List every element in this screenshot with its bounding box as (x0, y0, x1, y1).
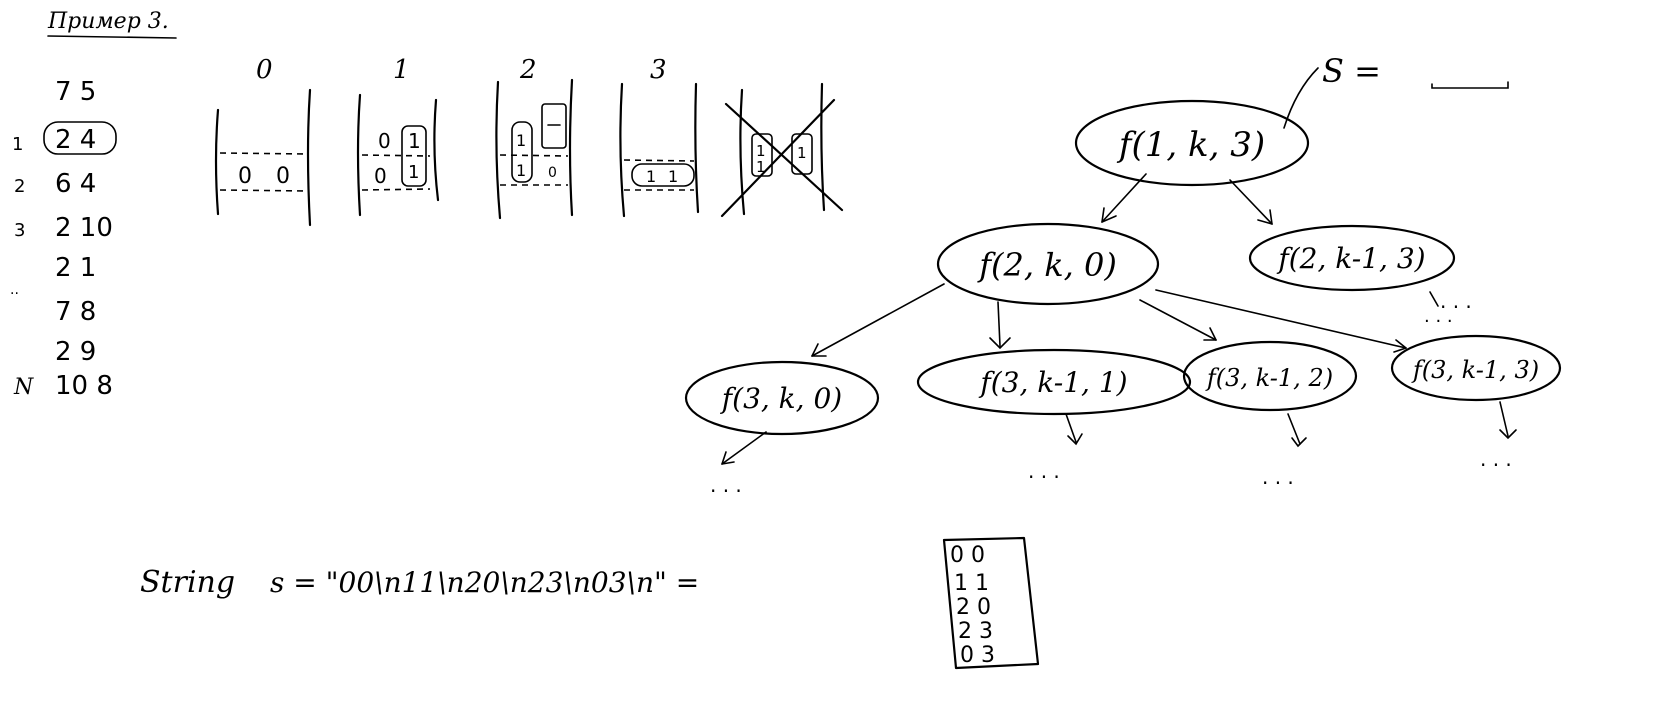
ellipsis: . . . (1480, 447, 1512, 471)
matrix-row: 1 1 (954, 571, 989, 596)
cross-out-line (724, 102, 844, 212)
cross-out-line (720, 98, 836, 218)
cell-value: 1 (516, 131, 526, 150)
node-l2-c (1182, 340, 1358, 412)
state-diagram-crossed: 1 1 1 (720, 82, 844, 218)
cell-value: 0 (276, 164, 290, 189)
state-label: 1 (393, 55, 410, 85)
row-value: 2 10 (55, 213, 113, 243)
node-label: f(3, k-1, 2) (1205, 364, 1333, 392)
ellipsis: . . . (1262, 465, 1294, 489)
node-l1-right (1248, 224, 1456, 292)
domino-placed (541, 103, 567, 149)
state-label: 2 (519, 55, 537, 85)
cell-value: 0 (238, 164, 252, 189)
matrix-row: 0 3 (960, 643, 995, 668)
tree-edges (721, 173, 1517, 465)
row-dots: ·· (10, 286, 19, 302)
row-index: N (13, 375, 34, 400)
s-label: S = (1322, 52, 1381, 90)
cell-value: 1 (516, 161, 526, 180)
row-value: 6 4 (55, 169, 96, 199)
state-diagram-0: 0 0 (214, 88, 312, 227)
cell-value: 1 (668, 167, 678, 186)
cell-value: 1 (797, 144, 807, 162)
state-diagram-2: 1 1 0 (495, 78, 574, 220)
node-root (1074, 99, 1310, 187)
cell-value: 1 (756, 142, 766, 160)
matrix-row: 0 0 (950, 543, 985, 568)
node-label: f(3, k-1, 1) (978, 366, 1127, 399)
row-value: 2 4 (55, 125, 96, 155)
node-l2-a (684, 360, 880, 436)
highlight-oval (43, 121, 117, 155)
node-l1-left (936, 222, 1160, 306)
row-index: 2 (14, 176, 25, 197)
ellipsis: . . . (1440, 289, 1472, 313)
row-value: 2 1 (55, 253, 96, 283)
input-list: 7 5 1 2 4 2 6 4 3 2 10 2 1 ·· 7 8 2 9 N … (10, 77, 117, 401)
result-matrix: 0 0 1 1 2 0 2 3 0 3 (942, 536, 1040, 670)
row-index: 1 (12, 134, 23, 155)
ellipsis: . . . (710, 473, 742, 497)
matrix-border (942, 536, 1040, 670)
cell-value: 0 (548, 165, 557, 181)
matrix-row: 2 0 (956, 595, 991, 620)
row-value: 10 8 (55, 371, 113, 401)
state-diagram-3: 1 1 (619, 82, 700, 218)
cell-value: 0 (378, 129, 391, 153)
ellipsis: . . . (1028, 459, 1060, 483)
state-labels: 0 1 2 3 (256, 55, 667, 85)
domino-vertical (511, 121, 533, 183)
row-index: 3 (14, 220, 25, 241)
cell-value: 1 (408, 162, 419, 183)
s-blank (1431, 81, 1509, 89)
matrix-row: 2 3 (958, 619, 993, 644)
cell-value: 1 (756, 158, 766, 176)
state-label: 0 (256, 55, 273, 85)
string-label: String (140, 565, 235, 600)
node-label: f(2, k, 0) (977, 246, 1117, 284)
recursion-tree: S = f(1, k, 3) f(2, k, 0) f(2, k-1, 3) f… (684, 52, 1562, 497)
node-l2-b (916, 348, 1192, 416)
domino-vertical (401, 125, 427, 187)
heading-underline (47, 35, 177, 39)
state-diagram-1: 0 1 0 1 (356, 93, 440, 217)
string-expression: s = "00\n11\n20\n23\n03\n" = (270, 566, 699, 599)
state-label: 3 (650, 55, 667, 85)
ellipsis: . . . (1424, 306, 1453, 327)
s-pointer (1283, 67, 1319, 129)
row-value: 7 8 (55, 297, 96, 327)
page-heading: Пример 3. (47, 9, 169, 34)
node-l2-d (1390, 334, 1562, 402)
node-root-label: f(1, k, 3) (1116, 125, 1265, 165)
input-header: 7 5 (55, 77, 96, 107)
node-label: f(3, k, 0) (720, 382, 842, 415)
node-label: f(2, k-1, 3) (1276, 242, 1425, 275)
node-label: f(3, k-1, 3) (1411, 356, 1539, 384)
cell-value: 1 (408, 129, 421, 153)
cell-value: 1 (646, 167, 656, 186)
cell-value: 0 (374, 164, 387, 188)
row-value: 2 9 (55, 337, 96, 367)
domino-horizontal (631, 163, 695, 187)
